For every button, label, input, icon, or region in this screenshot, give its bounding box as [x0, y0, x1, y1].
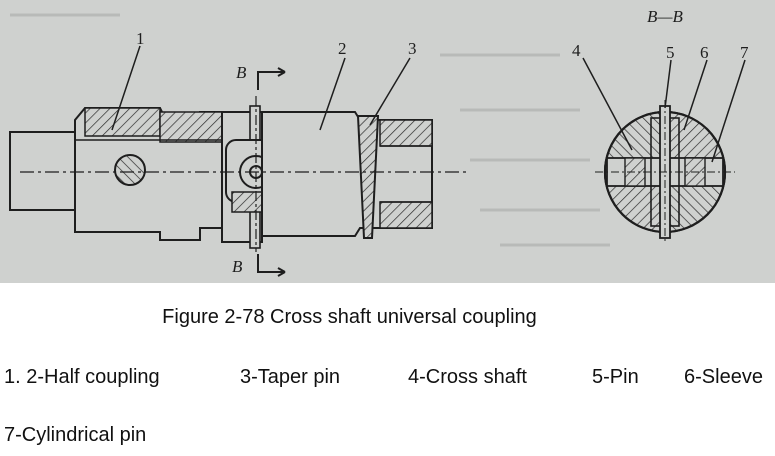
cut-label-bottom: B — [232, 257, 243, 276]
legend-item-pin: 5-Pin — [592, 366, 639, 388]
callout-1: 1 — [136, 29, 145, 48]
legend-item-cross-shaft: 4-Cross shaft — [408, 366, 527, 388]
section-view — [595, 100, 735, 244]
legend-item-sleeve: 6-Sleeve — [684, 366, 763, 388]
left-shaft — [9, 131, 76, 211]
half-coupling-left — [74, 107, 223, 241]
legend-line-2: 7-Cylindrical pin — [4, 424, 147, 446]
callout-5: 5 — [666, 43, 675, 62]
legend-item-half-coupling: 1. 2-Half coupling — [4, 366, 160, 388]
callout-6: 6 — [700, 43, 709, 62]
leader-lines-right — [582, 57, 746, 163]
callout-4: 4 — [572, 41, 581, 60]
section-cut-marker — [257, 67, 286, 277]
section-label: B—B — [647, 7, 684, 26]
half-coupling-right — [261, 111, 433, 237]
callout-7: 7 — [740, 43, 749, 62]
cut-label-top: B — [236, 63, 247, 82]
taper-pin — [356, 115, 380, 239]
legend-item-taper-pin: 3-Taper pin — [240, 366, 341, 388]
background-print — [10, 13, 610, 247]
callout-3: 3 — [408, 39, 417, 58]
figure-caption: Figure 2-78 Cross shaft universal coupli… — [162, 306, 537, 328]
coupling-drawing: B B 1 2 3 B—B 4 5 6 7 — [0, 0, 775, 283]
callout-2: 2 — [338, 39, 347, 58]
leader-lines-left — [111, 45, 411, 131]
